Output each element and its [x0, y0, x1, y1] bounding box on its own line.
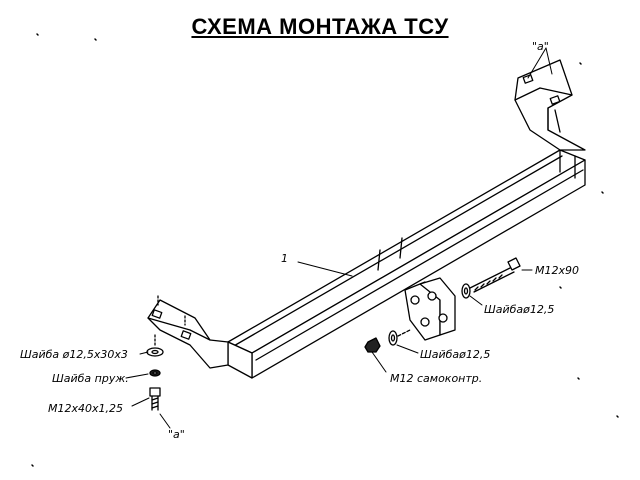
washer-spring-label: Шайба пруж.	[52, 372, 129, 385]
self-locking-nut	[364, 337, 381, 353]
washer-right-top	[461, 283, 471, 299]
left-bracket	[147, 295, 229, 369]
bolt-m12x90	[469, 257, 521, 293]
left-fastener-stack	[146, 334, 164, 411]
right-bracket	[514, 59, 586, 151]
page-title: СХЕМА МОНТАЖА ТСУ	[191, 14, 449, 39]
washer-big-label: Шайба ø12,5x30x3	[20, 348, 128, 361]
washer-mid-right-label: Шайбаø12,5	[420, 348, 491, 361]
washer-right-mid	[388, 329, 411, 346]
scatter-dots	[31, 33, 619, 467]
washer-top-right-label: Шайбаø12,5	[484, 303, 555, 316]
mark-a-top: "a"	[532, 40, 549, 53]
part-number-label: 1	[281, 252, 288, 265]
ballmount-plates	[377, 237, 456, 341]
mark-a-bottom: "a"	[168, 428, 185, 441]
bolt-m12x40-label: M12x40x1,25	[48, 402, 123, 415]
nut-label: M12 самоконтр.	[390, 372, 483, 385]
bolt-m12x90-label: M12x90	[535, 264, 579, 277]
leader-lines	[125, 47, 553, 429]
